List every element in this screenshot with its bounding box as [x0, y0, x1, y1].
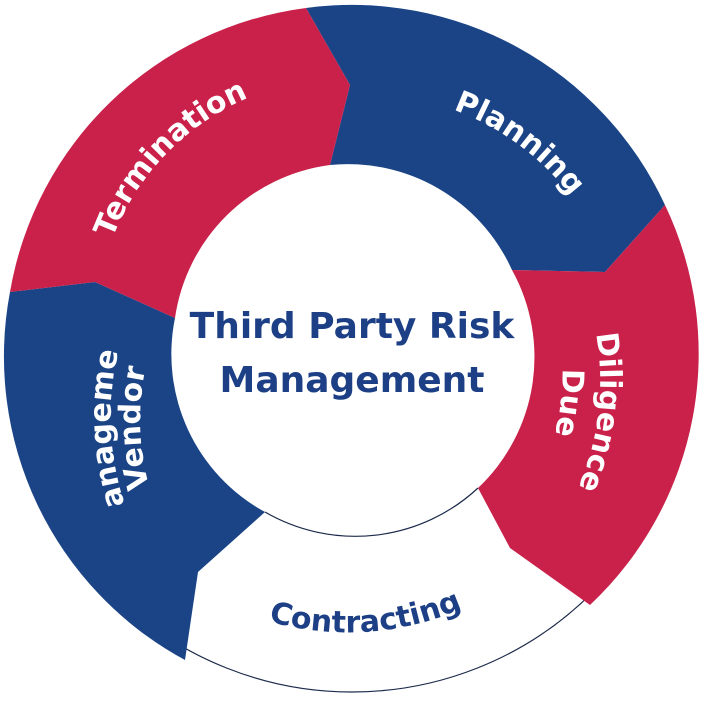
segment-vendor-management[interactable] — [3, 282, 265, 660]
center-title-line1: Third Party Risk — [190, 306, 516, 347]
center-title-line2: Management — [220, 360, 485, 401]
contracting-inner-edge — [264, 487, 479, 537]
segment-planning[interactable] — [306, 4, 665, 272]
segment-due-diligence[interactable] — [478, 205, 699, 605]
segment-termination[interactable] — [10, 8, 350, 318]
